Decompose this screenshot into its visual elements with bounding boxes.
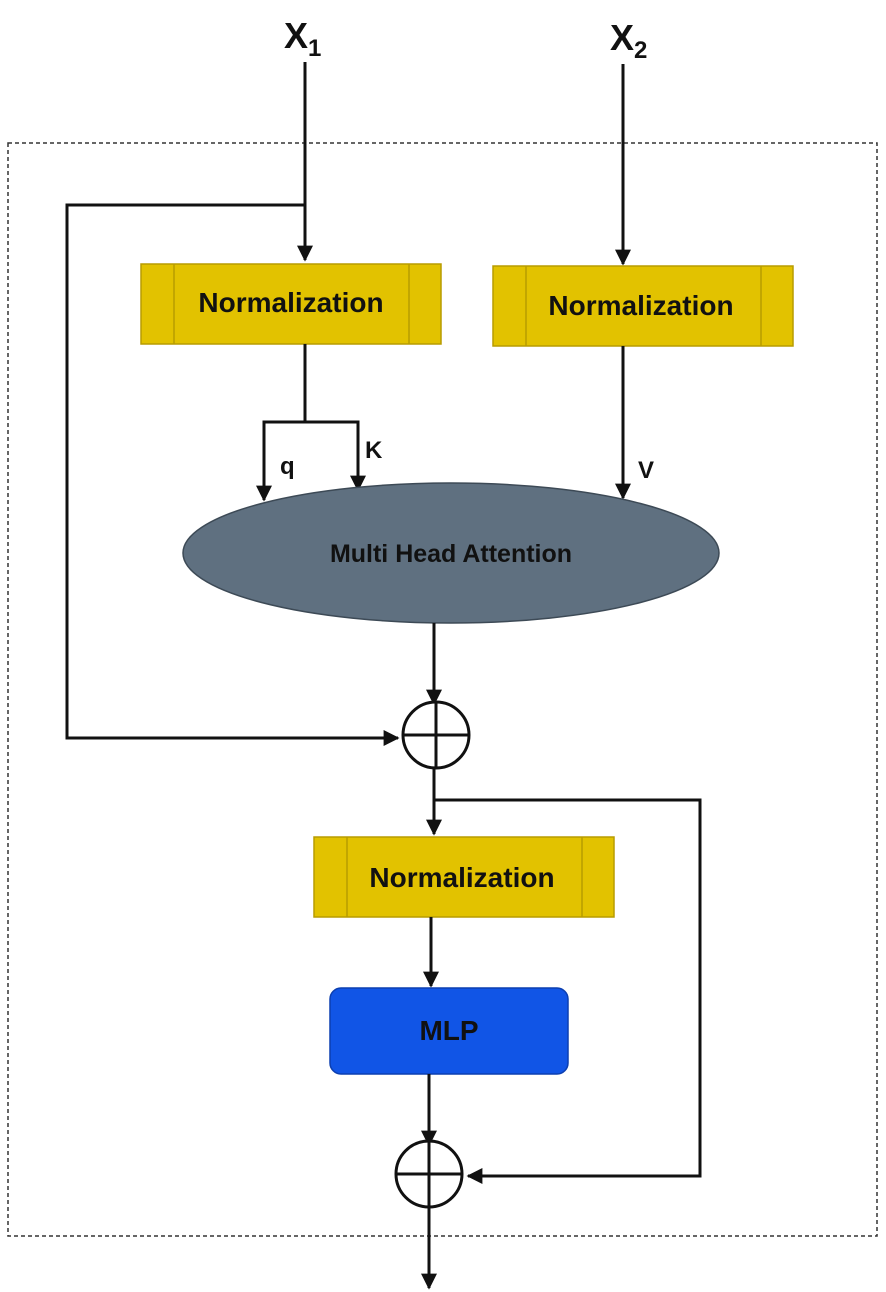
mlp-label: MLP <box>419 1015 478 1046</box>
add-operator-2 <box>394 1139 464 1209</box>
mlp-block: MLP <box>329 987 569 1075</box>
normalization-block-2: Normalization <box>492 265 794 347</box>
normalization-3-label: Normalization <box>369 862 554 893</box>
multi-head-attention-label: Multi Head Attention <box>330 540 572 568</box>
normalization-block-3: Normalization <box>313 836 615 918</box>
add-operator-1 <box>401 700 471 770</box>
input-x1-label: X1 <box>284 15 321 62</box>
edge-label-v: V <box>638 457 654 484</box>
block-boundary <box>7 142 878 1237</box>
edge-q <box>256 420 305 502</box>
input-x2-label: X2 <box>610 17 647 64</box>
edge-label-q: q <box>280 453 295 480</box>
edge-residual-2 <box>434 798 702 1184</box>
edge-label-k: K <box>365 437 383 464</box>
multi-head-attention-block: Multi Head Attention <box>182 482 720 624</box>
normalization-2-label: Normalization <box>548 290 733 321</box>
edge-k <box>305 420 366 492</box>
normalization-block-1: Normalization <box>140 263 442 345</box>
normalization-1-label: Normalization <box>198 287 383 318</box>
edge-x1-residual <box>65 203 400 746</box>
